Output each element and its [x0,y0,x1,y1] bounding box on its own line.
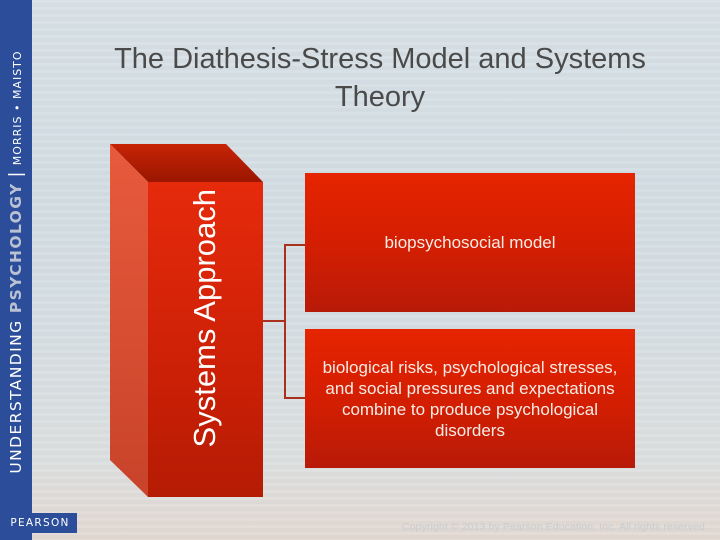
connector-trunk [263,320,285,322]
slide-title: The Diathesis-Stress Model and Systems T… [114,43,646,113]
copyright-notice: Copyright © 2013 by Pearson Education, I… [402,521,708,533]
connector-branch-1 [284,244,305,246]
child-node-biopsychosocial: biopsychosocial model [305,173,635,312]
root-node: Systems Approach [148,182,263,497]
box-side-face [110,144,148,497]
box-front-face [148,182,263,497]
root-node-label: Systems Approach [187,189,222,448]
connector-spine [284,244,286,399]
child-node-description: biological risks, psychological stresses… [305,329,635,468]
child-node-label: biological risks, psychological stresses… [322,357,618,440]
publisher-logo: PEARSON [0,513,77,533]
connector-branch-2 [284,397,305,399]
branding-sidebar: UNDERSTANDING PSYCHOLOGY|MORRIS • MAISTO [0,0,32,540]
child-node-label: biopsychosocial model [384,232,556,252]
box-top-face [110,144,263,182]
